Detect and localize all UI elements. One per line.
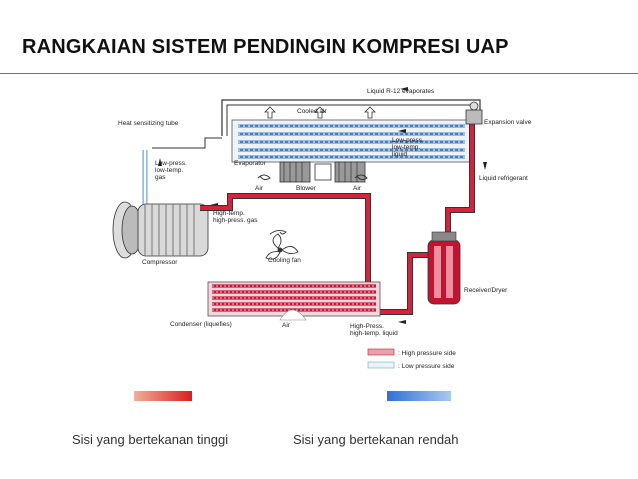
- label-low-press-in-2: low-temp.: [392, 144, 420, 151]
- label-receiver-dryer: Receiver/Dryer: [464, 287, 508, 294]
- label-expansion-valve: Expansion valve: [484, 119, 532, 126]
- label-air-left: Air: [255, 185, 264, 192]
- label-low-press-out-3: gas: [155, 174, 166, 181]
- compressor: [112, 201, 209, 259]
- caption-low-pressure: Sisi yang bertekanan rendah: [293, 432, 459, 447]
- label-high-liquid-1: High-Press.: [350, 323, 384, 330]
- page-title: RANGKAIAN SISTEM PENDINGIN KOMPRESI UAP: [22, 36, 509, 58]
- label-cooling-fan: Cooling fan: [268, 257, 301, 264]
- legend-swatches: [367, 348, 395, 369]
- label-liquid-r12: Liquid R-12 evaporates: [367, 88, 435, 95]
- air-swirl-icons: [257, 174, 368, 181]
- low-pressure-gradient-bar: [387, 391, 451, 401]
- receiver-dryer: [427, 231, 461, 305]
- label-blower: Blower: [296, 185, 317, 192]
- expansion-valve-icon: [465, 101, 483, 125]
- cooling-fan-icon: [265, 229, 299, 260]
- label-compressor: Compressor: [142, 259, 178, 266]
- label-air-condenser: Air: [282, 322, 291, 329]
- label-air-right: Air: [353, 185, 362, 192]
- caption-high-pressure: Sisi yang bertekanan tinggi: [72, 432, 229, 447]
- label-high-liquid-2: high-temp. liquid: [350, 330, 398, 337]
- label-low-press-out-1: Low-press.: [155, 160, 187, 167]
- blower: [279, 161, 366, 183]
- label-heat-tube: Heat sensitizing tube: [118, 120, 179, 127]
- cooled-air-arrows: [264, 106, 376, 119]
- title-divider: [0, 73, 638, 74]
- label-condenser: Condenser (liquefies): [170, 321, 232, 328]
- label-high-gas-2: high-press. gas: [213, 217, 258, 224]
- high-pressure-lines: [200, 120, 475, 315]
- legend-low-label: : Low pressure side: [398, 363, 455, 370]
- label-low-press-in-1: Low-press.: [392, 137, 424, 144]
- label-liquid-refrigerant: Liquid refrigerant: [479, 175, 528, 182]
- label-high-gas-1: High-temp.: [213, 210, 245, 217]
- label-evaporator: Evaporator: [234, 160, 267, 167]
- label-cooled-air: Cooled air: [297, 108, 327, 115]
- legend-high-label: : High pressure side: [398, 350, 456, 357]
- high-pressure-gradient-bar: [134, 391, 192, 401]
- label-low-press-in-3: liquid: [392, 151, 408, 158]
- label-low-press-out-2: low-temp.: [155, 167, 183, 174]
- evaporator: [231, 119, 471, 163]
- condenser: [207, 281, 381, 321]
